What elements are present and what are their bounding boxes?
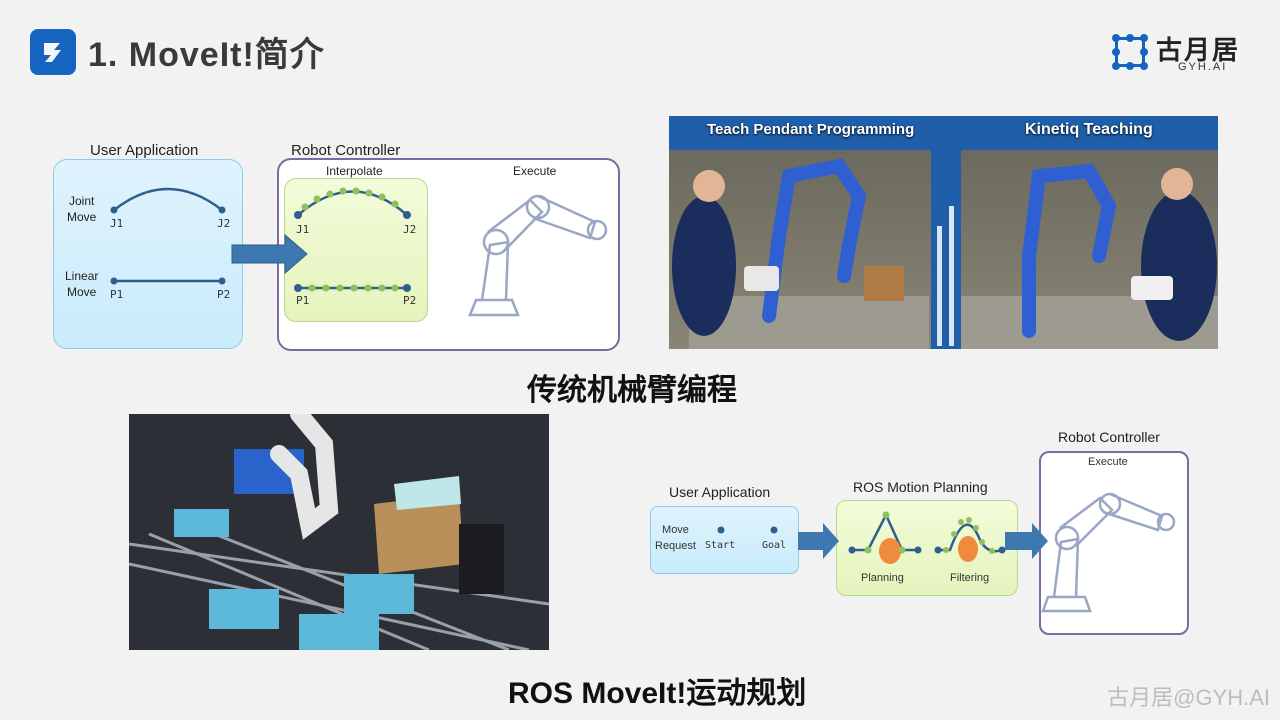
interp-p1-label: P1 [296, 294, 309, 307]
j2-label: J2 [217, 217, 230, 230]
watermark: 古月居@GYH.AI [1107, 680, 1270, 712]
logo-subtext: GYH.AI [1178, 61, 1227, 73]
caption-ros: ROS MoveIt!运动规划 [508, 668, 806, 712]
brand-logo: 古月居 GYH.AI [1108, 30, 1253, 76]
kinetiq-teaching-label: Kinetiq Teaching [1025, 121, 1153, 139]
interp-j2-label: J2 [403, 223, 416, 236]
teaching-photo: Teach Pendant Programming Kinetiq Teachi… [669, 116, 1218, 349]
p2-label: P2 [217, 288, 230, 301]
interp-p2-label: P2 [403, 294, 416, 307]
ros-diagram-graphics [640, 420, 1200, 650]
joint-move-path [114, 189, 222, 210]
ros-arrow-1 [798, 523, 839, 559]
p1-label: P1 [110, 288, 123, 301]
ros-arrow-2 [1005, 523, 1048, 559]
j1-label: J1 [110, 217, 123, 230]
interp-j1-label: J1 [296, 223, 309, 236]
ros-robot-arm-icon [1043, 494, 1174, 611]
flow-arrow [232, 235, 307, 273]
traditional-diagram-graphics [0, 0, 640, 360]
warehouse-photo [129, 414, 549, 650]
robot-arm-icon [470, 196, 606, 315]
caption-traditional: 传统机械臂编程 [527, 365, 737, 409]
teach-pendant-label: Teach Pendant Programming [707, 121, 914, 138]
